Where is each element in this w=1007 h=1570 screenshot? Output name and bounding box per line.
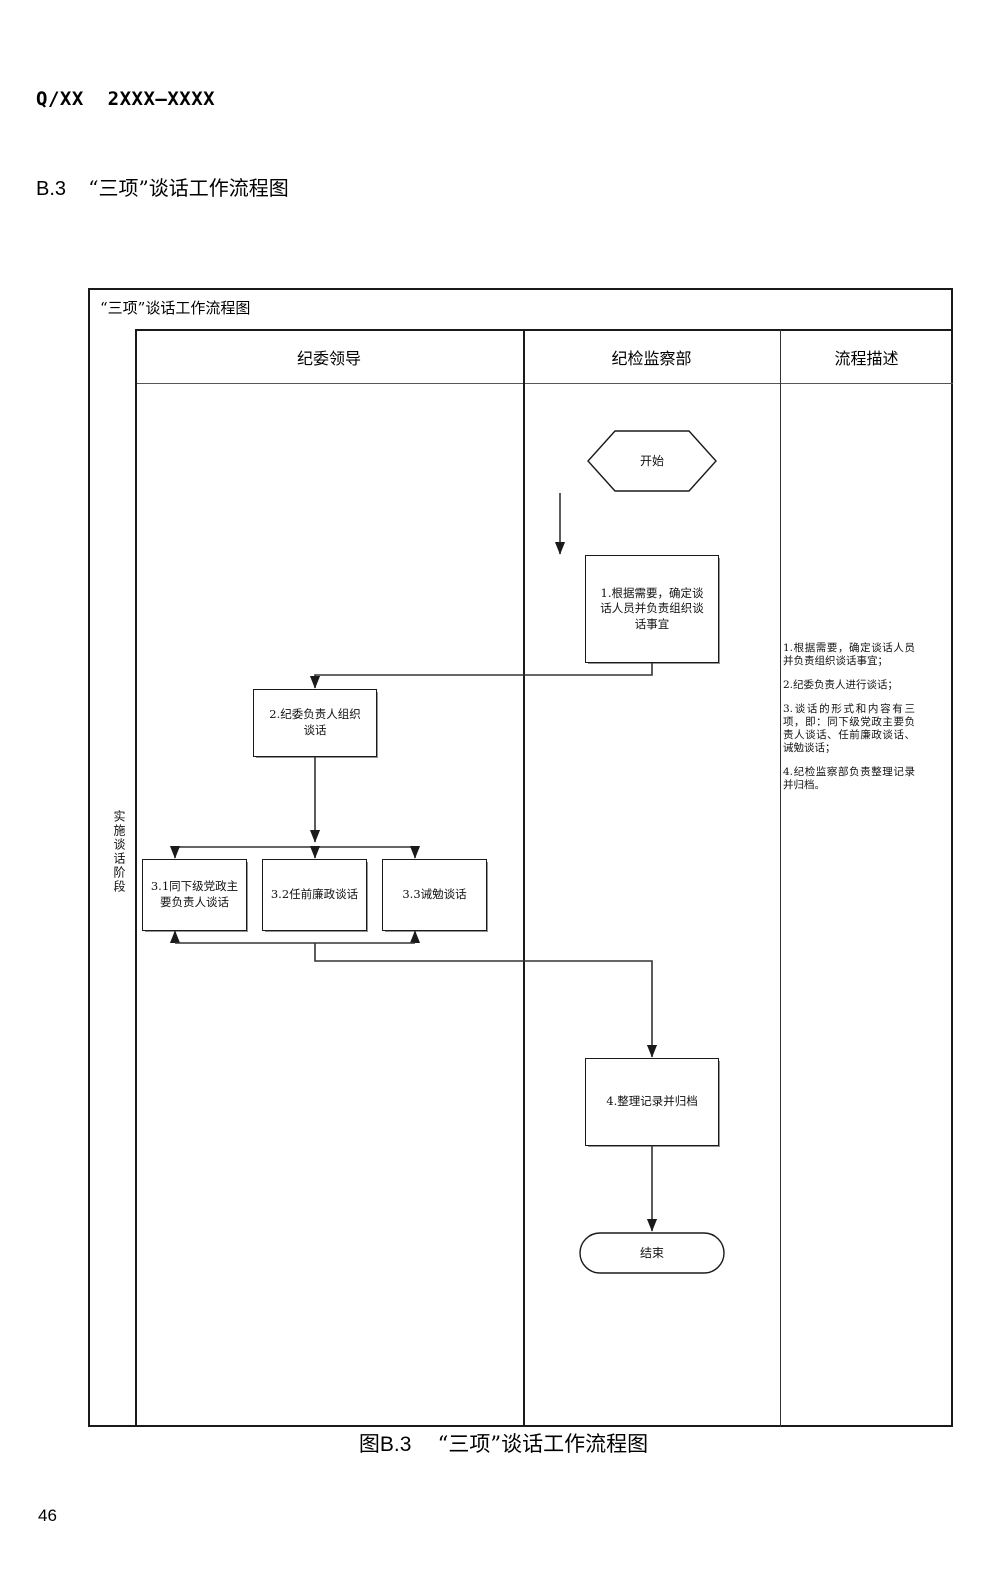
flow-node-start-label: 开始 — [639, 453, 664, 468]
flow-node-3-2[interactable]: 3.2任前廉政谈话 — [262, 859, 367, 931]
flow-node-3-3-label: 3.3诫勉谈话 — [402, 887, 467, 902]
page-number: 46 — [38, 1506, 57, 1525]
swimlane-divider-left — [135, 329, 137, 1427]
process-description-item-2: 2.纪委负责人进行谈话； — [783, 679, 899, 692]
flow-node-2[interactable]: 2.纪委负责人组织 谈话 — [253, 689, 377, 757]
flow-node-4-label: 4.整理记录并归档 — [606, 1094, 698, 1109]
flow-node-2-label: 2.纪委负责人组织 谈话 — [269, 707, 361, 737]
flow-node-start[interactable]: 开始 — [587, 430, 717, 492]
flow-node-3-1-label: 3.1同下级党政主 要负责人谈话 — [150, 879, 239, 909]
flow-node-1-label: 1.根据需要，确定谈 话人员并负责组织谈 话事宜 — [600, 585, 704, 631]
flow-node-1[interactable]: 1.根据需要，确定谈 话人员并负责组织谈 话事宜 — [585, 555, 719, 663]
swimlane-header-row: 纪委领导 纪检监察部 流程描述 — [135, 329, 953, 384]
process-description-item-1: 1.根据需要，确定谈话人员并负责组织谈话事宜； — [783, 642, 915, 668]
section-title: “三项”谈话工作流程图 — [88, 176, 289, 200]
process-description-item-4: 4.纪检监察部负责整理记录并归档。 — [783, 766, 915, 792]
flow-node-3-3[interactable]: 3.3诫勉谈话 — [382, 859, 487, 931]
swimlane-divider-right — [780, 329, 781, 1427]
flow-node-4[interactable]: 4.整理记录并归档 — [585, 1058, 719, 1146]
section-number: B.3 — [36, 178, 67, 200]
swimlane-header-process-desc: 流程描述 — [834, 349, 899, 368]
flow-node-3-1[interactable]: 3.1同下级党政主 要负责人谈话 — [142, 859, 247, 931]
swimlane-header-leadership: 纪委领导 — [296, 349, 361, 368]
section-heading: B.3 “三项”谈话工作流程图 — [36, 172, 289, 201]
process-description-item-3: 3.谈话的形式和内容有三项，即：同下级党政主要负责人谈话、任前廉政谈话、诫勉谈话… — [783, 703, 915, 755]
flowchart-title: “三项”谈话工作流程图 — [100, 299, 251, 317]
stage-label-implementation: 实施谈话阶段 — [112, 810, 126, 894]
figure-caption-number: 图B.3 — [358, 1433, 412, 1456]
flow-node-end-label: 结束 — [639, 1245, 664, 1260]
flowchart-frame: “三项”谈话工作流程图 实施谈话阶段 纪委领导 纪检监察部 流程描述 — [88, 288, 953, 1427]
flow-node-end[interactable]: 结束 — [579, 1232, 725, 1274]
figure-caption-title: “三项”谈话工作流程图 — [437, 1432, 649, 1456]
figure-caption: 图B.3 “三项”谈话工作流程图 — [0, 1428, 1007, 1458]
process-description-panel: 1.根据需要，确定谈话人员并负责组织谈话事宜； 2.纪委负责人进行谈话； 3.谈… — [783, 642, 915, 792]
flow-node-3-2-label: 3.2任前廉政谈话 — [270, 887, 359, 902]
swimlane-header-inspection-dept: 纪检监察部 — [611, 349, 692, 368]
swimlane-divider-middle — [523, 329, 525, 1427]
document-header-code: Q/XX 2XXX—XXXX — [36, 88, 216, 110]
swimlane-grid: 纪委领导 纪检监察部 流程描述 — [135, 329, 953, 1427]
